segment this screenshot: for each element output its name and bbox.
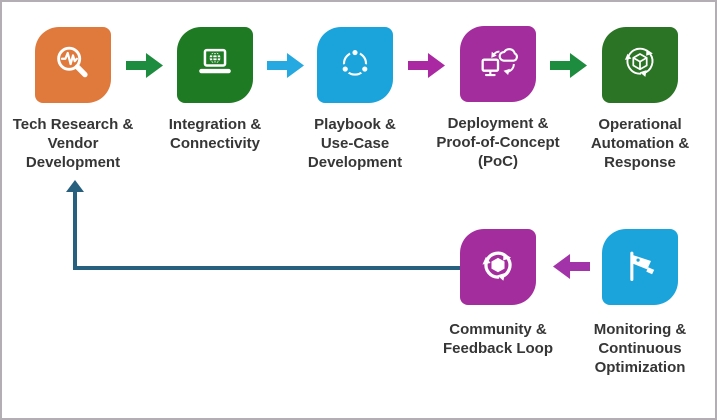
node-label-operational: Operational Automation & Response (590, 116, 690, 171)
flow-arrow-4-icon (550, 53, 587, 78)
node-community: Community & Feedback Loop (443, 229, 553, 357)
integration-tile (177, 27, 253, 103)
flow-arrow-2-icon (267, 53, 304, 78)
automation-package-icon (624, 47, 654, 77)
feedback-line-horizontal (75, 266, 460, 270)
feedback-line-vertical (73, 191, 77, 270)
flow-arrow-1-icon (126, 53, 163, 78)
node-label-community: Community & Feedback Loop (442, 321, 554, 357)
research-magnifier-icon (57, 46, 88, 78)
node-label-deployment: Deployment & Proof-of-Concept (PoC) (436, 115, 560, 170)
flow-arrow-5-icon (553, 254, 590, 279)
node-label-monitoring: Monitoring & Continuous Optimization (593, 321, 687, 376)
node-monitoring: Monitoring & Continuous Optimization (594, 229, 686, 376)
deployment-tile (460, 26, 536, 102)
node-label-playbook: Playbook & Use-Case Development (307, 116, 403, 171)
community-tile (460, 229, 536, 305)
node-tech-research: Tech Research & Vendor Development (13, 27, 133, 171)
playbook-tile (317, 27, 393, 103)
node-integration: Integration & Connectivity (169, 27, 261, 152)
node-label-integration: Integration & Connectivity (168, 116, 262, 152)
feedback-arrowhead-icon (66, 180, 84, 192)
cctv-camera-icon (630, 251, 655, 281)
node-operational: Operational Automation & Response (591, 27, 689, 171)
community-loop-icon (482, 251, 512, 281)
node-playbook: Playbook & Use-Case Development (308, 27, 402, 171)
share-network-icon (340, 47, 370, 76)
node-label-tech-research: Tech Research & Vendor Development (12, 116, 134, 171)
cloud-sync-icon (481, 48, 518, 77)
tech-research-tile (35, 27, 111, 103)
node-deployment: Deployment & Proof-of-Concept (PoC) (436, 26, 560, 170)
operational-tile (602, 27, 678, 103)
flow-arrow-3-icon (408, 53, 445, 78)
monitoring-tile (602, 229, 678, 305)
laptop-globe-icon (199, 48, 231, 74)
